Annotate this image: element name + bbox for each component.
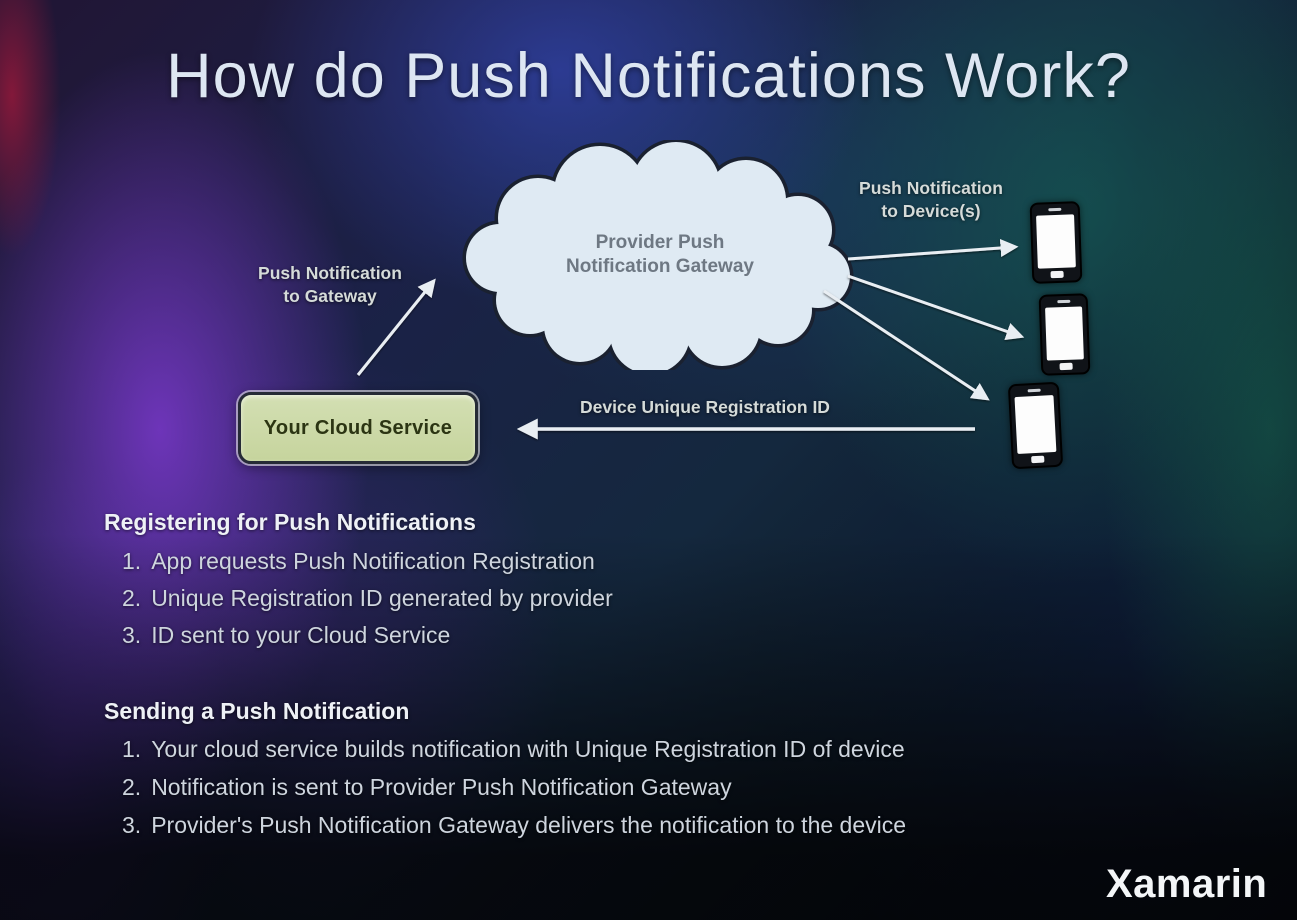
section-heading-sending: Sending a Push Notification: [104, 698, 410, 724]
list-number: 3.: [122, 812, 142, 838]
list-text: Provider's Push Notification Gateway del…: [151, 812, 907, 838]
arrow-gateway-to-device-1: [847, 238, 1019, 261]
phone-home-button: [1058, 362, 1073, 371]
list-number: 1.: [122, 736, 142, 762]
list-item: 3. ID sent to your Cloud Service: [122, 622, 450, 649]
list-item: 2. Notification is sent to Provider Push…: [122, 774, 732, 801]
list-item: 1. App requests Push Notification Regist…: [122, 548, 595, 575]
label-push-to-gateway-line2: to Gateway: [283, 286, 377, 307]
cloud-label-line2: Notification Gateway: [566, 256, 754, 277]
list-text: Notification is sent to Provider Push No…: [151, 774, 732, 800]
list-text: Unique Registration ID generated by prov…: [151, 585, 613, 611]
phone-speaker: [1056, 299, 1070, 304]
list-text: App requests Push Notification Registrat…: [151, 548, 595, 574]
cloud-service-box: Your Cloud Service: [238, 392, 478, 464]
slide-title: How do Push Notifications Work?: [166, 41, 1131, 111]
label-registration-id: Device Unique Registration ID: [580, 397, 830, 417]
xamarin-logo: Xamarin: [1106, 862, 1268, 906]
label-push-to-devices-line2: to Device(s): [881, 201, 981, 222]
arrow-gateway-to-device-2: [847, 274, 1025, 341]
cloud-label-line1: Provider Push: [596, 232, 725, 253]
phone-home-button: [1050, 270, 1064, 279]
list-item: 2. Unique Registration ID generated by p…: [122, 585, 613, 612]
list-text: Your cloud service builds notification w…: [151, 736, 905, 762]
phone-screen: [1045, 306, 1084, 361]
phone-screen: [1014, 395, 1057, 454]
smartphone-icon: [1007, 381, 1064, 470]
gateway-cloud-icon: Provider Push Notification Gateway: [462, 140, 854, 370]
label-push-to-devices-line1: Push Notification: [859, 178, 1003, 198]
smartphone-icon: [1038, 293, 1091, 376]
list-number: 3.: [122, 622, 142, 648]
list-number: 1.: [122, 548, 142, 574]
smartphone-icon: [1029, 201, 1083, 284]
phone-screen: [1036, 214, 1076, 269]
label-push-to-gateway: Push Notification to Gateway: [235, 262, 425, 308]
section-heading-registering: Registering for Push Notifications: [104, 509, 476, 535]
list-text: ID sent to your Cloud Service: [151, 622, 451, 648]
label-push-to-devices: Push Notification to Device(s): [845, 177, 1017, 223]
phone-speaker: [1027, 388, 1041, 393]
list-item: 1. Your cloud service builds notificatio…: [122, 736, 905, 763]
list-item: 3. Provider's Push Notification Gateway …: [122, 812, 906, 839]
label-push-to-gateway-line1: Push Notification: [258, 263, 402, 283]
list-number: 2.: [122, 585, 142, 611]
cloud-service-box-label: Your Cloud Service: [263, 416, 453, 439]
phone-home-button: [1030, 455, 1044, 464]
list-number: 2.: [122, 774, 142, 800]
phone-speaker: [1048, 207, 1062, 212]
